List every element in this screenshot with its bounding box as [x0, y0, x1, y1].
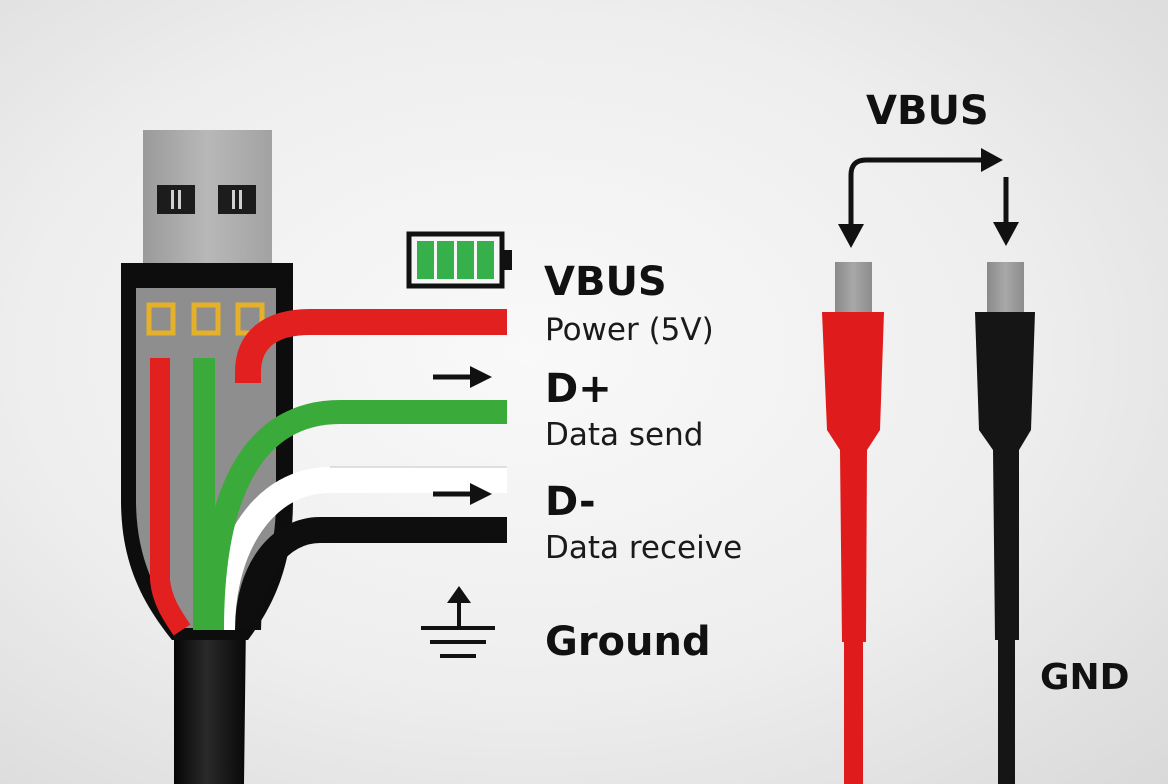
data-plus-wire: [200, 400, 507, 631]
dminus-description: Data receive: [545, 530, 743, 566]
vbus-title: VBUS: [544, 259, 667, 305]
arrow-down-icon: [993, 222, 1019, 246]
contact-pad: [146, 302, 176, 336]
usb-plug-slot: [157, 185, 195, 214]
vbus-description: Power (5V): [545, 312, 714, 348]
usb-plug-slot: [218, 185, 256, 214]
dminus-title: D-: [545, 479, 596, 525]
usb-cable: [174, 620, 246, 784]
vbus-wire: [235, 309, 507, 383]
red-probe: [822, 262, 884, 784]
battery-icon: [406, 231, 512, 289]
ground-wire: [235, 517, 507, 631]
probe-vbus-label: VBUS: [866, 88, 989, 134]
arrow-right-icon: [433, 483, 492, 505]
contact-pad: [191, 302, 221, 336]
red-wire-inner: [150, 358, 191, 636]
arrow-right-icon: [981, 148, 1003, 172]
probe-gnd-label: GND: [1040, 657, 1130, 698]
arrow-down-icon: [838, 224, 864, 248]
ground-symbol-icon: [421, 586, 495, 658]
black-probe: [975, 262, 1035, 784]
dplus-title: D+: [545, 366, 612, 412]
dplus-description: Data send: [545, 417, 704, 453]
ground-title: Ground: [545, 619, 711, 665]
bracket-arrow-icon: [848, 157, 985, 228]
arrow-right-icon: [433, 366, 492, 388]
wires: [150, 309, 507, 636]
